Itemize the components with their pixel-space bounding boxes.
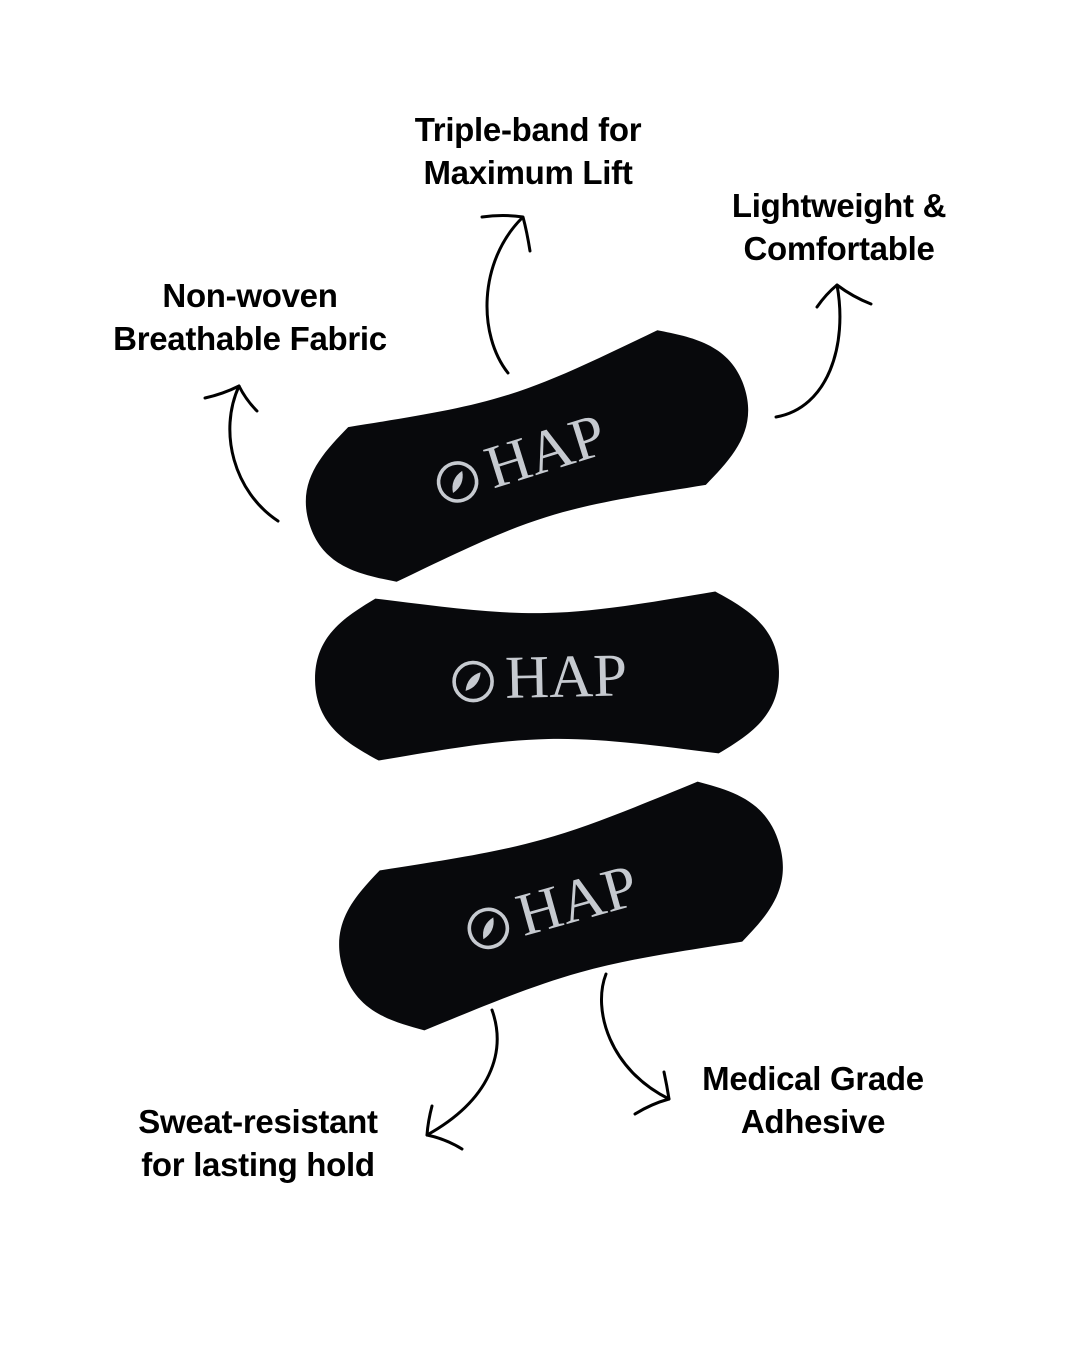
- feature-label-lightweight: Lightweight & Comfortable: [639, 184, 1039, 270]
- feature-label-line-2: Breathable Fabric: [113, 320, 387, 357]
- patch-bottom: HAP: [339, 781, 783, 1031]
- logo-ring: [452, 660, 494, 703]
- arrow-shaft: [425, 1008, 499, 1137]
- arrowhead: [203, 384, 259, 413]
- curved-arrow-up-left-icon: [203, 384, 280, 523]
- logo-leaf: [465, 672, 481, 691]
- feature-label-line-2: Comfortable: [743, 230, 935, 267]
- curved-arrow-down-left-icon: [425, 1008, 499, 1151]
- arrow-shaft: [774, 283, 842, 419]
- patch-top: HAP: [305, 330, 749, 582]
- logo-ring: [436, 461, 479, 503]
- arrow-shaft: [485, 216, 524, 375]
- feature-label-line-1: Medical Grade: [702, 1060, 924, 1097]
- logo-leaf: [483, 917, 494, 940]
- arrow-shaft: [600, 972, 671, 1101]
- feature-label-non-woven: Non-woven Breathable Fabric: [50, 274, 450, 360]
- patch-shape: [339, 781, 783, 1031]
- leaf-in-circle-icon: [467, 907, 510, 950]
- curved-arrow-up-right-icon: [774, 283, 873, 419]
- brand-wordmark: HAP: [504, 642, 627, 712]
- feature-label-line-1: Sweat-resistant: [138, 1103, 378, 1140]
- curved-arrow-down-right-icon: [600, 972, 671, 1116]
- patch-shape: [305, 330, 749, 582]
- arrowhead: [633, 1070, 671, 1116]
- feature-label-line-1: Triple-band for: [414, 111, 642, 148]
- arrow-shaft: [228, 384, 280, 523]
- feature-label-medical-grade: Medical Grade Adhesive: [613, 1057, 1013, 1143]
- brand-logo: HAP: [452, 642, 628, 712]
- feature-label-line-2: for lasting hold: [141, 1146, 375, 1183]
- feature-label-line-1: Lightweight &: [731, 187, 947, 224]
- curved-arrow-up-icon: [480, 214, 532, 375]
- arrowhead: [425, 1104, 464, 1151]
- arrowhead: [815, 283, 873, 309]
- leaf-in-circle-icon: [436, 461, 479, 503]
- patch-middle: HAP: [315, 591, 779, 761]
- feature-label-sweat-resistant: Sweat-resistant for lasting hold: [58, 1100, 458, 1186]
- feature-label-line-2: Maximum Lift: [423, 154, 633, 191]
- feature-label-line-1: Non-woven: [162, 277, 338, 314]
- feature-label-line-2: Adhesive: [740, 1103, 886, 1140]
- arrowhead: [480, 214, 532, 253]
- patch-shape: [315, 591, 779, 761]
- logo-ring: [467, 907, 510, 950]
- logo-leaf: [452, 470, 463, 494]
- leaf-in-circle-icon: [452, 660, 494, 703]
- feature-label-triple-band: Triple-band for Maximum Lift: [328, 108, 728, 194]
